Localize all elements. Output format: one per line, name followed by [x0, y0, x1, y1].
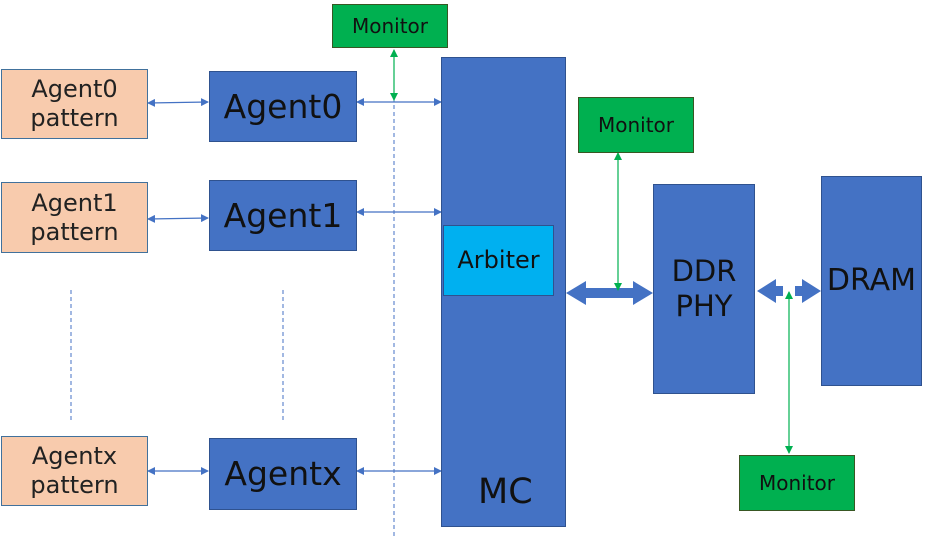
- monitor-top-label: Monitor: [351, 14, 429, 38]
- mc-label: MC: [478, 472, 533, 512]
- monitor-mid-box: Monitor: [578, 97, 694, 153]
- dram-label: DRAM: [826, 263, 917, 298]
- arbiter-block: Arbiter: [443, 225, 554, 296]
- ddr-phy-block: DDR PHY: [653, 184, 755, 394]
- monitor-bottom-label: Monitor: [758, 471, 836, 495]
- agentx-box: Agentx: [209, 438, 357, 510]
- agent0-box: Agent0: [209, 71, 357, 142]
- agent0-pattern-label: Agent0 pattern: [30, 75, 119, 132]
- agentx-pattern-label: Agentx pattern: [30, 442, 119, 499]
- arbiter-label: Arbiter: [457, 246, 540, 275]
- agent1-label: Agent1: [223, 195, 343, 235]
- monitor-top-box: Monitor: [332, 4, 448, 48]
- dram-block: DRAM: [821, 176, 922, 386]
- agent1-box: Agent1: [209, 180, 357, 251]
- pattern0-agent0-arrow: [147, 98, 209, 107]
- mc-phy-bus-arrow: [566, 281, 653, 305]
- agentx-pattern-box: Agentx pattern: [1, 436, 148, 506]
- agent1-pattern-label: Agent1 pattern: [30, 188, 119, 246]
- ddr-phy-label: DDR PHY: [671, 254, 737, 323]
- monitor-mid-label: Monitor: [597, 113, 675, 137]
- agent1-pattern-box: Agent1 pattern: [1, 182, 148, 253]
- pattern1-agent1-arrow: [147, 214, 209, 223]
- monitor-bottom-box: Monitor: [739, 455, 855, 511]
- agent0-label: Agent0: [223, 86, 343, 126]
- agent0-pattern-box: Agent0 pattern: [1, 69, 148, 139]
- agentx-label: Agentx: [224, 454, 342, 494]
